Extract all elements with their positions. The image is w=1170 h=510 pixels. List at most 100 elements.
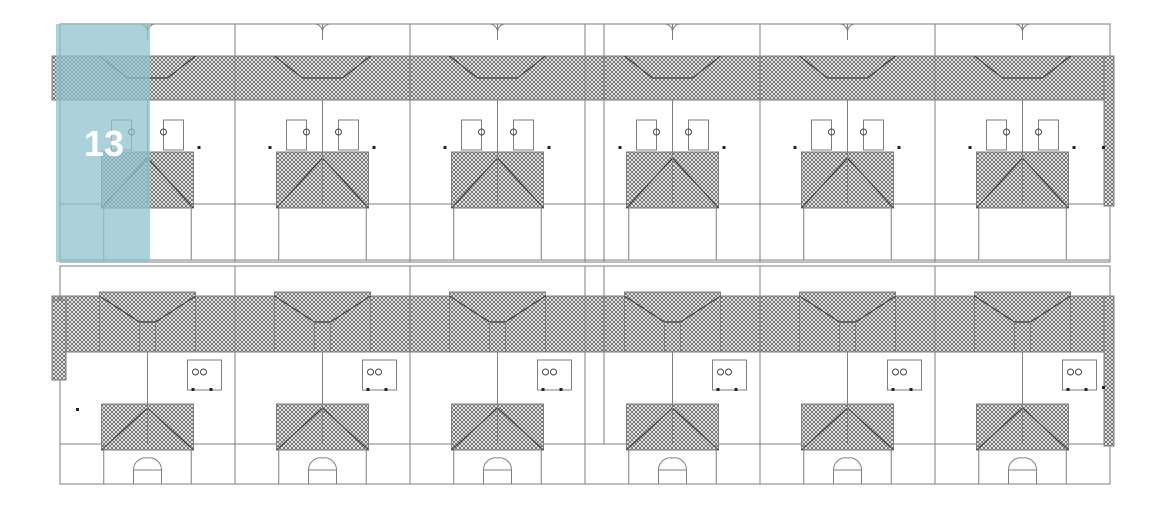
door-arc — [497, 23, 506, 33]
post-dot — [897, 146, 901, 149]
roof-ridge — [624, 295, 721, 323]
meter — [725, 368, 732, 376]
meter — [685, 128, 692, 136]
post-dot — [1102, 386, 1105, 389]
door-arc — [664, 23, 673, 33]
post-dot — [909, 388, 913, 391]
meter — [653, 128, 660, 136]
meter — [717, 368, 724, 376]
roof-ridge — [974, 295, 1071, 323]
post-dot — [722, 146, 726, 149]
lower-roof-band — [51, 295, 1107, 353]
entry-recess — [1038, 119, 1059, 151]
meter — [1075, 368, 1082, 376]
meter — [367, 368, 374, 376]
meter — [510, 128, 517, 136]
entry-recess — [461, 119, 482, 151]
entry-recess — [537, 359, 572, 391]
post-dot — [209, 388, 213, 391]
meter — [828, 128, 835, 136]
entry-recess — [513, 119, 534, 151]
roof-ridge — [99, 295, 196, 323]
entry-recess — [163, 119, 184, 151]
post-dot — [968, 146, 972, 149]
meter — [900, 368, 907, 376]
entry-recess — [286, 119, 307, 151]
end-roof-edge — [1103, 55, 1115, 207]
post-dot — [384, 388, 388, 391]
door-arc — [672, 457, 688, 471]
door-arc — [839, 23, 848, 33]
meter — [192, 368, 199, 376]
post-dot — [541, 388, 545, 391]
door-arc — [1007, 457, 1023, 471]
meter — [160, 128, 167, 136]
post-dot — [268, 146, 272, 149]
post-dot — [191, 388, 195, 391]
door-arc — [847, 457, 863, 471]
door-arc — [482, 457, 498, 471]
door-arc — [1022, 23, 1031, 33]
meter — [1035, 128, 1042, 136]
door-arc — [657, 457, 673, 471]
entry-recess — [338, 119, 359, 151]
meter — [550, 368, 557, 376]
roof-ridge — [274, 55, 371, 79]
meter — [892, 368, 899, 376]
door-arc — [489, 23, 498, 33]
front-step — [1008, 469, 1037, 485]
entry-recess — [712, 359, 747, 391]
post-dot — [372, 146, 376, 149]
front-step — [833, 469, 862, 485]
post-dot — [197, 146, 201, 149]
plan-linework — [51, 23, 1115, 485]
roof-ridge — [799, 295, 896, 323]
meter — [1067, 368, 1074, 376]
meter — [375, 368, 382, 376]
entry-recess — [986, 119, 1007, 151]
front-step — [133, 469, 162, 485]
lot-number-label: 13 — [83, 123, 125, 164]
door-arc — [847, 23, 856, 33]
meter — [542, 368, 549, 376]
post-dot — [734, 388, 738, 391]
door-arc — [1014, 23, 1023, 33]
front-step — [308, 469, 337, 485]
roof-ridge — [799, 55, 896, 79]
door-arc — [132, 457, 148, 471]
lot-13-highlight[interactable] — [56, 24, 150, 262]
post-dot — [891, 388, 895, 391]
end-roof-edge — [1103, 295, 1115, 447]
door-arc — [322, 457, 338, 471]
meter — [303, 128, 310, 136]
post-dot — [443, 146, 447, 149]
entry-recess — [362, 359, 397, 391]
roof-ridge — [274, 295, 371, 323]
door-arc — [147, 457, 163, 471]
front-step — [483, 469, 512, 485]
roof-ridge — [974, 55, 1071, 79]
post-dot — [366, 388, 370, 391]
door-arc — [1022, 457, 1038, 471]
door-arc — [832, 457, 848, 471]
meter — [200, 368, 207, 376]
post-dot — [618, 146, 622, 149]
roof-ridge — [449, 55, 546, 79]
door-arc — [307, 457, 323, 471]
entry-recess — [811, 119, 832, 151]
post-dot — [1084, 388, 1088, 391]
entry-recess — [688, 119, 709, 151]
post-dot — [559, 388, 563, 391]
post-dot — [793, 146, 797, 149]
entry-recess — [863, 119, 884, 151]
post-dot — [716, 388, 720, 391]
meter — [478, 128, 485, 136]
front-step — [658, 469, 687, 485]
entry-recess — [1062, 359, 1097, 391]
post-dot — [1066, 388, 1070, 391]
door-arc — [672, 23, 681, 33]
post-dot — [1072, 146, 1076, 149]
entry-recess — [636, 119, 657, 151]
meter — [860, 128, 867, 136]
